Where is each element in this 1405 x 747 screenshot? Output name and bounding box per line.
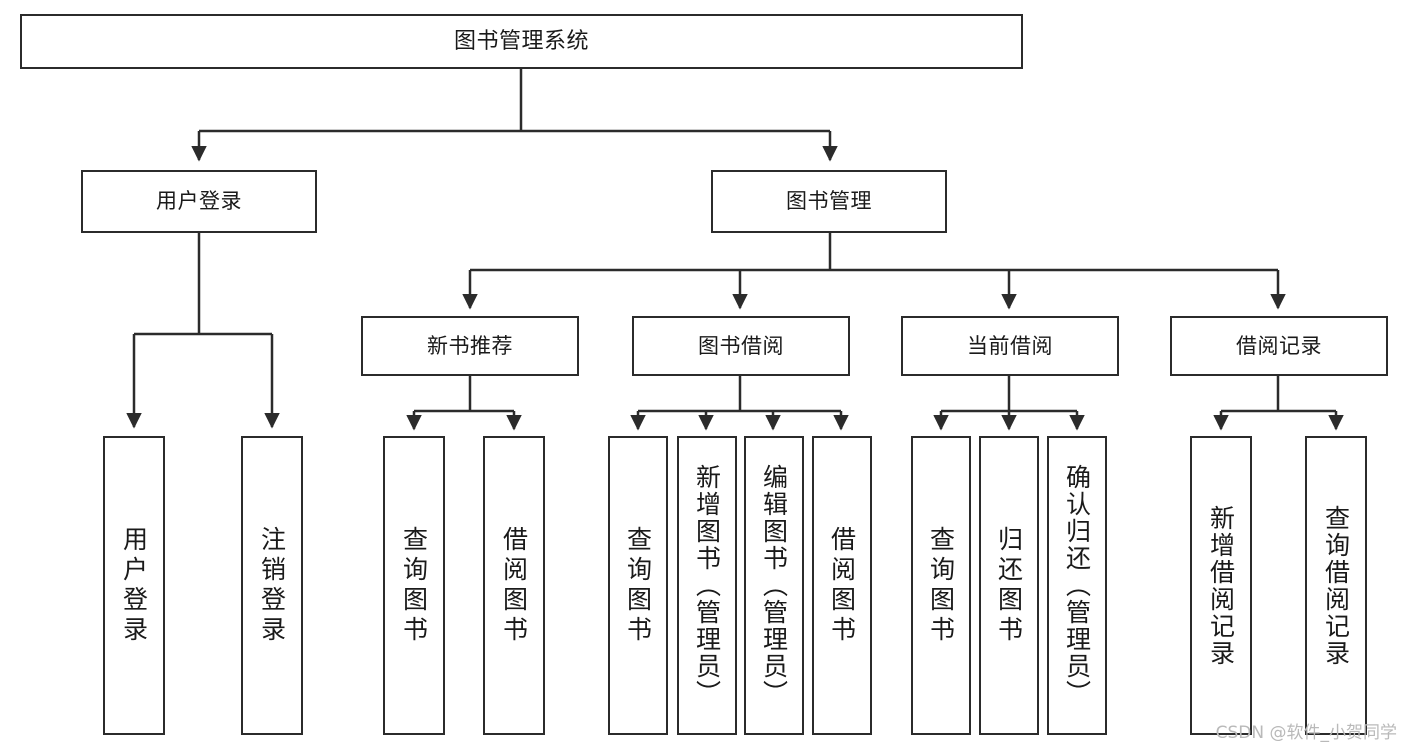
node-label: 注销登录 bbox=[257, 525, 287, 646]
node-label: 新增图书（管理员） bbox=[692, 464, 722, 707]
node-label: 图书借阅 bbox=[698, 333, 784, 358]
node-book-management-system[interactable]: 图书管理系统 bbox=[20, 14, 1023, 69]
node-label: 查询图书 bbox=[623, 525, 653, 646]
node-book-management[interactable]: 图书管理 bbox=[711, 170, 947, 233]
node-leaf-query-book-recommend[interactable]: 查询图书 bbox=[383, 436, 445, 735]
csdn-watermark: CSDN @软件_小贺同学 bbox=[1215, 723, 1397, 743]
node-label: 图书管理 bbox=[786, 189, 872, 214]
node-leaf-add-borrow-record[interactable]: 新增借阅记录 bbox=[1190, 436, 1252, 735]
node-current-borrow[interactable]: 当前借阅 bbox=[901, 316, 1119, 376]
node-label: 查询借阅记录 bbox=[1321, 504, 1351, 667]
node-label: 借阅图书 bbox=[827, 525, 857, 646]
node-label: 用户登录 bbox=[119, 525, 149, 646]
node-label: 借阅图书 bbox=[499, 525, 529, 646]
node-borrow-record[interactable]: 借阅记录 bbox=[1170, 316, 1388, 376]
node-label: 查询图书 bbox=[399, 525, 429, 646]
node-label: 用户登录 bbox=[156, 189, 242, 214]
node-label: 归还图书 bbox=[994, 525, 1024, 646]
node-leaf-query-book-borrow[interactable]: 查询图书 bbox=[608, 436, 668, 735]
node-label: 新书推荐 bbox=[427, 333, 513, 358]
node-label: 图书管理系统 bbox=[453, 28, 589, 54]
node-leaf-user-login[interactable]: 用户登录 bbox=[103, 436, 165, 735]
node-leaf-query-book-current[interactable]: 查询图书 bbox=[911, 436, 971, 735]
node-leaf-logout[interactable]: 注销登录 bbox=[241, 436, 303, 735]
node-label: 借阅记录 bbox=[1236, 333, 1322, 358]
node-label: 编辑图书（管理员） bbox=[759, 464, 789, 707]
node-book-borrow[interactable]: 图书借阅 bbox=[632, 316, 850, 376]
node-leaf-edit-book-admin[interactable]: 编辑图书（管理员） bbox=[744, 436, 804, 735]
node-label: 确认归还（管理员） bbox=[1062, 464, 1092, 707]
node-new-book-recommend[interactable]: 新书推荐 bbox=[361, 316, 579, 376]
node-leaf-borrow-book-recommend[interactable]: 借阅图书 bbox=[483, 436, 545, 735]
node-label: 当前借阅 bbox=[967, 333, 1053, 358]
node-label: 查询图书 bbox=[926, 525, 956, 646]
node-user-login[interactable]: 用户登录 bbox=[81, 170, 317, 233]
node-label: 新增借阅记录 bbox=[1206, 504, 1236, 667]
node-leaf-add-book-admin[interactable]: 新增图书（管理员） bbox=[677, 436, 737, 735]
node-leaf-confirm-return-admin[interactable]: 确认归还（管理员） bbox=[1047, 436, 1107, 735]
node-leaf-query-borrow-record[interactable]: 查询借阅记录 bbox=[1305, 436, 1367, 735]
node-leaf-return-book[interactable]: 归还图书 bbox=[979, 436, 1039, 735]
node-leaf-borrow-book[interactable]: 借阅图书 bbox=[812, 436, 872, 735]
